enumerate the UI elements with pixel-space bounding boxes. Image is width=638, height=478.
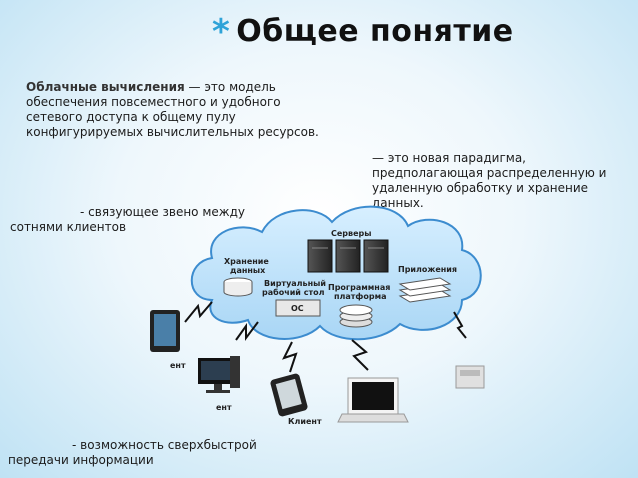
lightning-links bbox=[184, 301, 467, 373]
disc-stack-icon bbox=[339, 304, 373, 328]
bolt-center-icon bbox=[282, 341, 298, 373]
client-label-partial-2: ент bbox=[216, 403, 232, 412]
client-label-partial-1: ент bbox=[170, 361, 186, 370]
storage-label-2: данных bbox=[230, 266, 266, 275]
servers-label: Серверы bbox=[331, 229, 371, 238]
storage-label-1: Хранение bbox=[224, 257, 269, 266]
database-icon bbox=[223, 277, 253, 297]
platform-label-2: платформа bbox=[334, 292, 387, 301]
speed-paragraph: - возможность сверхбыстрой передачи инфо… bbox=[8, 438, 257, 467]
bolt-far-right-icon bbox=[453, 311, 467, 339]
title-text: Общее понятие bbox=[236, 14, 514, 49]
bolt-mid-left-icon bbox=[235, 321, 259, 341]
intro-lead: Облачные вычисления bbox=[26, 80, 185, 94]
desktop-computer-icon bbox=[198, 356, 240, 393]
apps-label: Приложения bbox=[398, 265, 457, 274]
platform-label-1: Программная bbox=[328, 283, 390, 292]
laptop-icon bbox=[337, 377, 409, 423]
desktop-label-1: Виртуальный bbox=[264, 279, 326, 288]
desktop-label-2: рабочий стол bbox=[262, 287, 325, 297]
link-paragraph: - связующее звено между сотнями клиентов bbox=[10, 205, 245, 234]
intro-rest: — это модель обеспечения повсеместного и… bbox=[26, 80, 319, 139]
title-asterisk: * bbox=[212, 12, 231, 52]
os-label: ОС bbox=[291, 304, 304, 313]
right-device-icon bbox=[455, 365, 485, 389]
servers-icon bbox=[307, 239, 389, 273]
stacked-documents-icon bbox=[398, 277, 452, 303]
tablet-icon bbox=[150, 310, 180, 352]
phone-icon bbox=[270, 373, 308, 417]
cloud-shape bbox=[190, 205, 482, 341]
intro-paragraph: Облачные вычисления — это модель обеспеч… bbox=[26, 80, 326, 140]
client-label: Клиент bbox=[288, 417, 322, 426]
bolt-left-icon bbox=[184, 301, 213, 323]
slide-title: *Общее понятие bbox=[212, 12, 514, 52]
paradigm-paragraph: — это новая парадигма, предполагающая ра… bbox=[372, 151, 607, 210]
os-box bbox=[275, 299, 321, 317]
bolt-right-icon bbox=[351, 339, 369, 371]
